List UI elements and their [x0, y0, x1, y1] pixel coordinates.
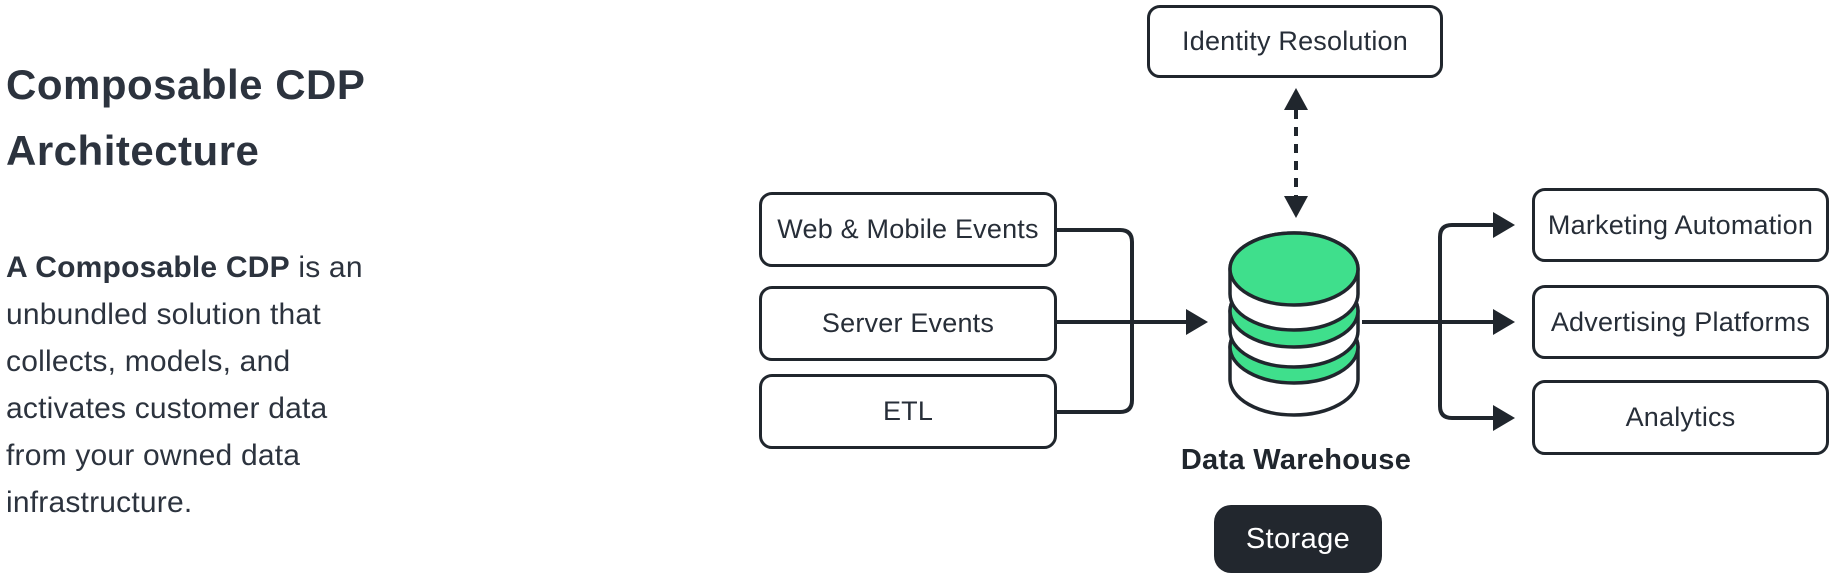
node-analytics: Analytics: [1532, 380, 1829, 455]
double-headed-dashed-arrow-icon: [1284, 88, 1308, 218]
description-line: A Composable CDP is an: [6, 251, 363, 284]
page-title-line-2: Architecture: [6, 127, 260, 174]
node-marketing-automation: Marketing Automation: [1532, 188, 1829, 262]
description-line: activates customer data: [6, 392, 328, 425]
description-line: unbundled solution that: [6, 298, 321, 331]
node-label: Identity Resolution: [1182, 26, 1408, 56]
page-title: Composable CDP Architecture: [6, 52, 365, 184]
data-warehouse-label: Data Warehouse: [1180, 444, 1412, 476]
description-line: from your owned data: [6, 439, 301, 472]
storage-badge: Storage: [1214, 505, 1382, 573]
node-label: Marketing Automation: [1547, 209, 1814, 240]
node-label: Advertising Platforms: [1550, 306, 1811, 337]
node-web-mobile-events: Web & Mobile Events: [759, 192, 1057, 267]
node-label: ETL: [882, 396, 934, 426]
storage-badge-label: Storage: [1245, 522, 1351, 555]
node-label: Web & Mobile Events: [777, 214, 1039, 244]
destinations-branch-connector: [1362, 212, 1515, 431]
node-advertising-platforms: Advertising Platforms: [1532, 285, 1829, 359]
description-line: collects, models, and: [6, 345, 291, 378]
node-identity-resolution: Identity Resolution: [1147, 5, 1443, 78]
description-bold-text: A Composable CDP: [6, 251, 290, 284]
node-label: Analytics: [1625, 402, 1736, 432]
description: A Composable CDP is an unbundled solutio…: [6, 244, 363, 526]
page-title-line-1: Composable CDP: [6, 61, 366, 108]
node-etl: ETL: [759, 374, 1057, 449]
node-server-events: Server Events: [759, 286, 1057, 361]
database-cylinder-icon: [1228, 231, 1360, 417]
node-label: Server Events: [821, 308, 995, 338]
sources-merge-connector: [1055, 228, 1208, 414]
description-line: infrastructure.: [6, 486, 193, 519]
